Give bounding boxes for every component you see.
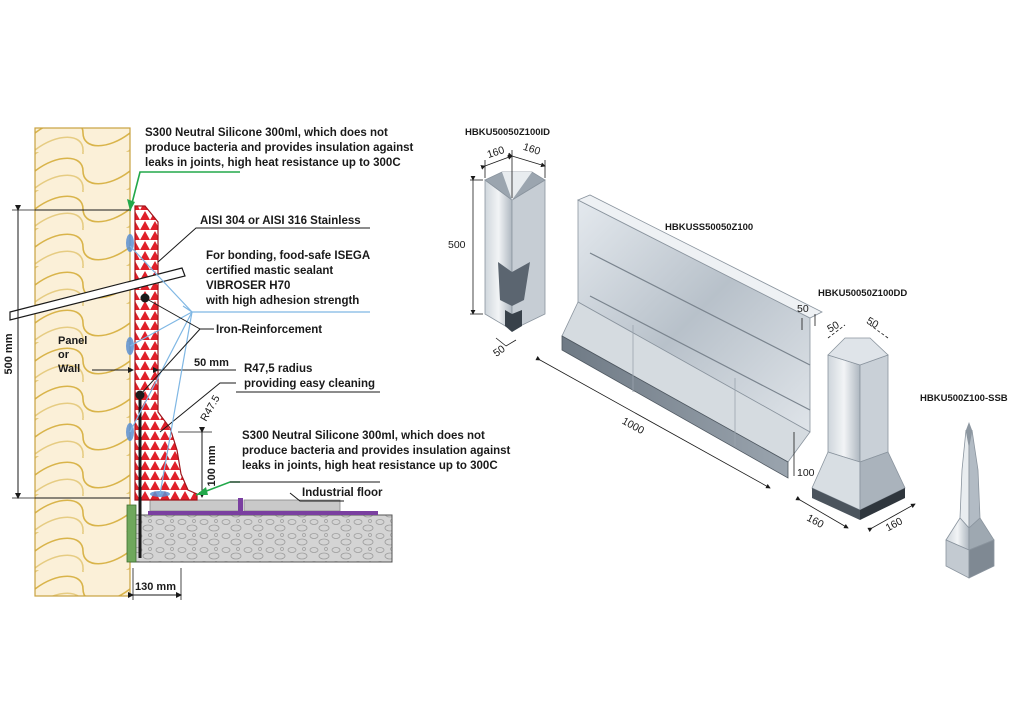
inside-dim-a: 160 xyxy=(486,144,507,161)
wall-base-strip xyxy=(126,504,137,563)
callout-silicone-top-2: produce bacteria and provides insulation… xyxy=(145,142,414,154)
product-end-cap: HBKU500Z100-SSB xyxy=(920,393,1008,579)
outside-dim-b: 50 xyxy=(864,315,880,331)
floor-tile xyxy=(149,499,241,512)
purple-membrane xyxy=(148,511,378,515)
callout-silicone-bottom-3: leaks in joints, high heat resistance up… xyxy=(242,460,498,472)
callout-mastic-1: For bonding, food-safe ISEGA xyxy=(206,250,370,262)
straight-dim-height: 100 xyxy=(797,467,815,479)
anchor-rod xyxy=(9,267,186,321)
callout-silicone-top-1: S300 Neutral Silicone 300ml, which does … xyxy=(145,127,388,139)
callout-silicone-bottom-1: S300 Neutral Silicone 300ml, which does … xyxy=(242,430,485,442)
callout-iron: Iron-Reinforcement xyxy=(216,324,322,336)
product-straight: HBKUSS50050Z100 1000 50 100 xyxy=(535,194,823,489)
concrete-floor xyxy=(129,514,393,563)
dim-100mm: 100 mm xyxy=(206,445,218,486)
dim-50mm: 50 mm xyxy=(194,357,229,369)
inside-dim-height: 500 xyxy=(448,239,466,251)
wall-panel xyxy=(34,127,131,597)
callout-radius-1: R47,5 radius xyxy=(244,363,312,375)
code-straight: HBKUSS50050Z100 xyxy=(665,222,753,233)
product-outside-corner: HBKU50050Z100DD 50 50 160 160 xyxy=(795,288,916,534)
dim-130mm: 130 mm xyxy=(135,581,176,593)
dim-500mm: 500 mm xyxy=(3,333,15,374)
code-inside-corner: HBKU50050Z100ID xyxy=(465,127,550,138)
code-end-cap: HBKU500Z100-SSB xyxy=(920,393,1008,404)
callout-silicone-top-3: leaks in joints, high heat resistance up… xyxy=(145,157,401,169)
callout-silicone-bottom-2: produce bacteria and provides insulation… xyxy=(242,445,511,457)
panel-label-2: or xyxy=(58,349,70,361)
red-profile xyxy=(134,205,198,501)
callout-radius-2: providing easy cleaning xyxy=(244,378,375,390)
callout-floor: Industrial floor xyxy=(302,487,383,499)
inside-dim-b: 160 xyxy=(521,141,542,158)
straight-dim-top: 50 xyxy=(797,303,809,315)
callout-mastic-2: certified mastic sealant xyxy=(206,265,333,277)
outside-dim-d: 160 xyxy=(884,515,905,534)
straight-dim-length: 1000 xyxy=(620,415,646,437)
product-inside-corner: HBKU50050Z100ID 160 160 500 50 xyxy=(448,127,550,360)
callout-stainless: AISI 304 or AISI 316 Stainless xyxy=(200,215,361,227)
callout-mastic-4: with high adhesion strength xyxy=(205,295,359,307)
outside-dim-c: 160 xyxy=(805,512,826,531)
callout-mastic-3: VIBROSER H70 xyxy=(206,280,290,292)
panel-label-1: Panel xyxy=(58,335,87,347)
panel-label-3: Wall xyxy=(58,363,80,375)
section-drawing: 500 mm Panel or Wall 130 mm 50 mm 100 mm… xyxy=(3,127,511,600)
outside-dim-a: 50 xyxy=(825,319,841,335)
code-outside-corner: HBKU50050Z100DD xyxy=(818,288,907,299)
